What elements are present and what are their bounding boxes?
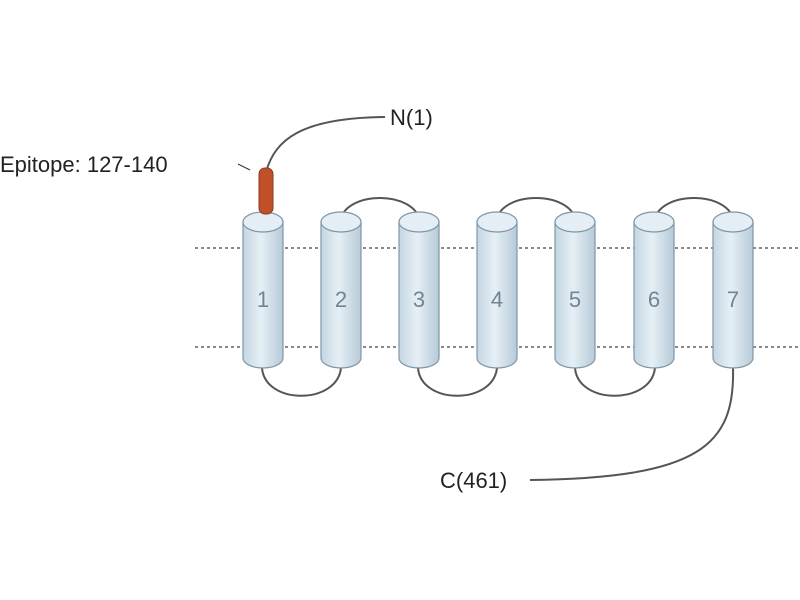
epitope-label: Epitope: 127-140 — [0, 152, 168, 177]
helix-number: 6 — [648, 287, 660, 312]
helix-body — [398, 221, 440, 369]
helix-top-cap — [320, 211, 362, 233]
helix-number: 7 — [727, 287, 739, 312]
helix-number: 4 — [491, 287, 503, 312]
helix-top-cap — [712, 211, 754, 233]
c-terminal-tail — [529, 367, 735, 481]
loop-3-4 — [417, 367, 498, 397]
helix-top-cap — [476, 211, 518, 233]
helices-group: 1 2 3 4 5 6 7 — [242, 211, 754, 369]
helix-3: 3 — [398, 211, 440, 369]
c-terminus-label: C(461) — [440, 468, 507, 493]
helix-body — [476, 221, 518, 369]
epitope-marker — [258, 167, 274, 215]
epitope-pointer — [237, 163, 251, 171]
helix-body — [242, 221, 284, 369]
helix-number: 3 — [413, 287, 425, 312]
loop-5-6 — [574, 367, 656, 397]
n-terminal-tail — [265, 116, 386, 173]
helix-number: 5 — [569, 287, 581, 312]
helix-2: 2 — [320, 211, 362, 369]
n-terminus-label: N(1) — [390, 105, 433, 130]
helix-5: 5 — [554, 211, 596, 369]
helix-top-cap — [633, 211, 675, 233]
helix-number: 2 — [335, 287, 347, 312]
helix-4: 4 — [476, 211, 518, 369]
helix-body — [712, 221, 754, 369]
helix-body — [320, 221, 362, 369]
helix-top-cap — [398, 211, 440, 233]
helix-6: 6 — [633, 211, 675, 369]
helix-body — [554, 221, 596, 369]
helix-7: 7 — [712, 211, 754, 369]
helix-number: 1 — [257, 287, 269, 312]
helix-body — [633, 221, 675, 369]
helix-1: 1 — [242, 211, 284, 369]
loop-1-2 — [261, 367, 342, 397]
helix-top-cap — [554, 211, 596, 233]
helix-top-cap — [242, 211, 284, 233]
